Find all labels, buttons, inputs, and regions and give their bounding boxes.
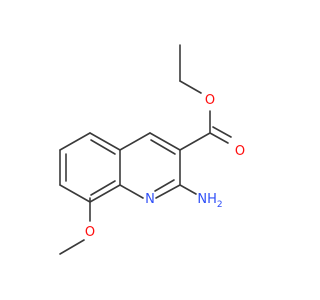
amino-subscript-text: 2 — [217, 200, 223, 210]
bond — [119, 184, 144, 199]
ester-ether-oxygen-label: O — [205, 93, 215, 108]
bond — [155, 184, 181, 199]
bond — [89, 184, 121, 203]
bond — [154, 179, 175, 192]
bond — [59, 239, 85, 255]
bond — [179, 184, 197, 195]
molecule-diagram: N NH2 O O O — [59, 44, 245, 255]
bond — [90, 139, 116, 155]
bond — [119, 132, 151, 151]
ring-nitrogen-label: N — [145, 192, 155, 207]
amino-nh-text: NH — [197, 192, 217, 207]
bond — [149, 132, 181, 151]
bond — [90, 180, 116, 196]
bond — [89, 132, 121, 151]
bond — [150, 139, 176, 155]
bond — [212, 126, 232, 138]
bond — [59, 132, 91, 151]
bond — [209, 132, 229, 144]
methoxy-oxygen-label: O — [85, 225, 95, 240]
structure-canvas: N NH2 O O O — [59, 44, 245, 255]
bond — [59, 184, 91, 203]
bond — [179, 132, 211, 151]
bond — [179, 80, 202, 94]
ester-carbonyl-oxygen-label: O — [235, 144, 245, 159]
amino-group-label: NH2 — [197, 192, 222, 210]
